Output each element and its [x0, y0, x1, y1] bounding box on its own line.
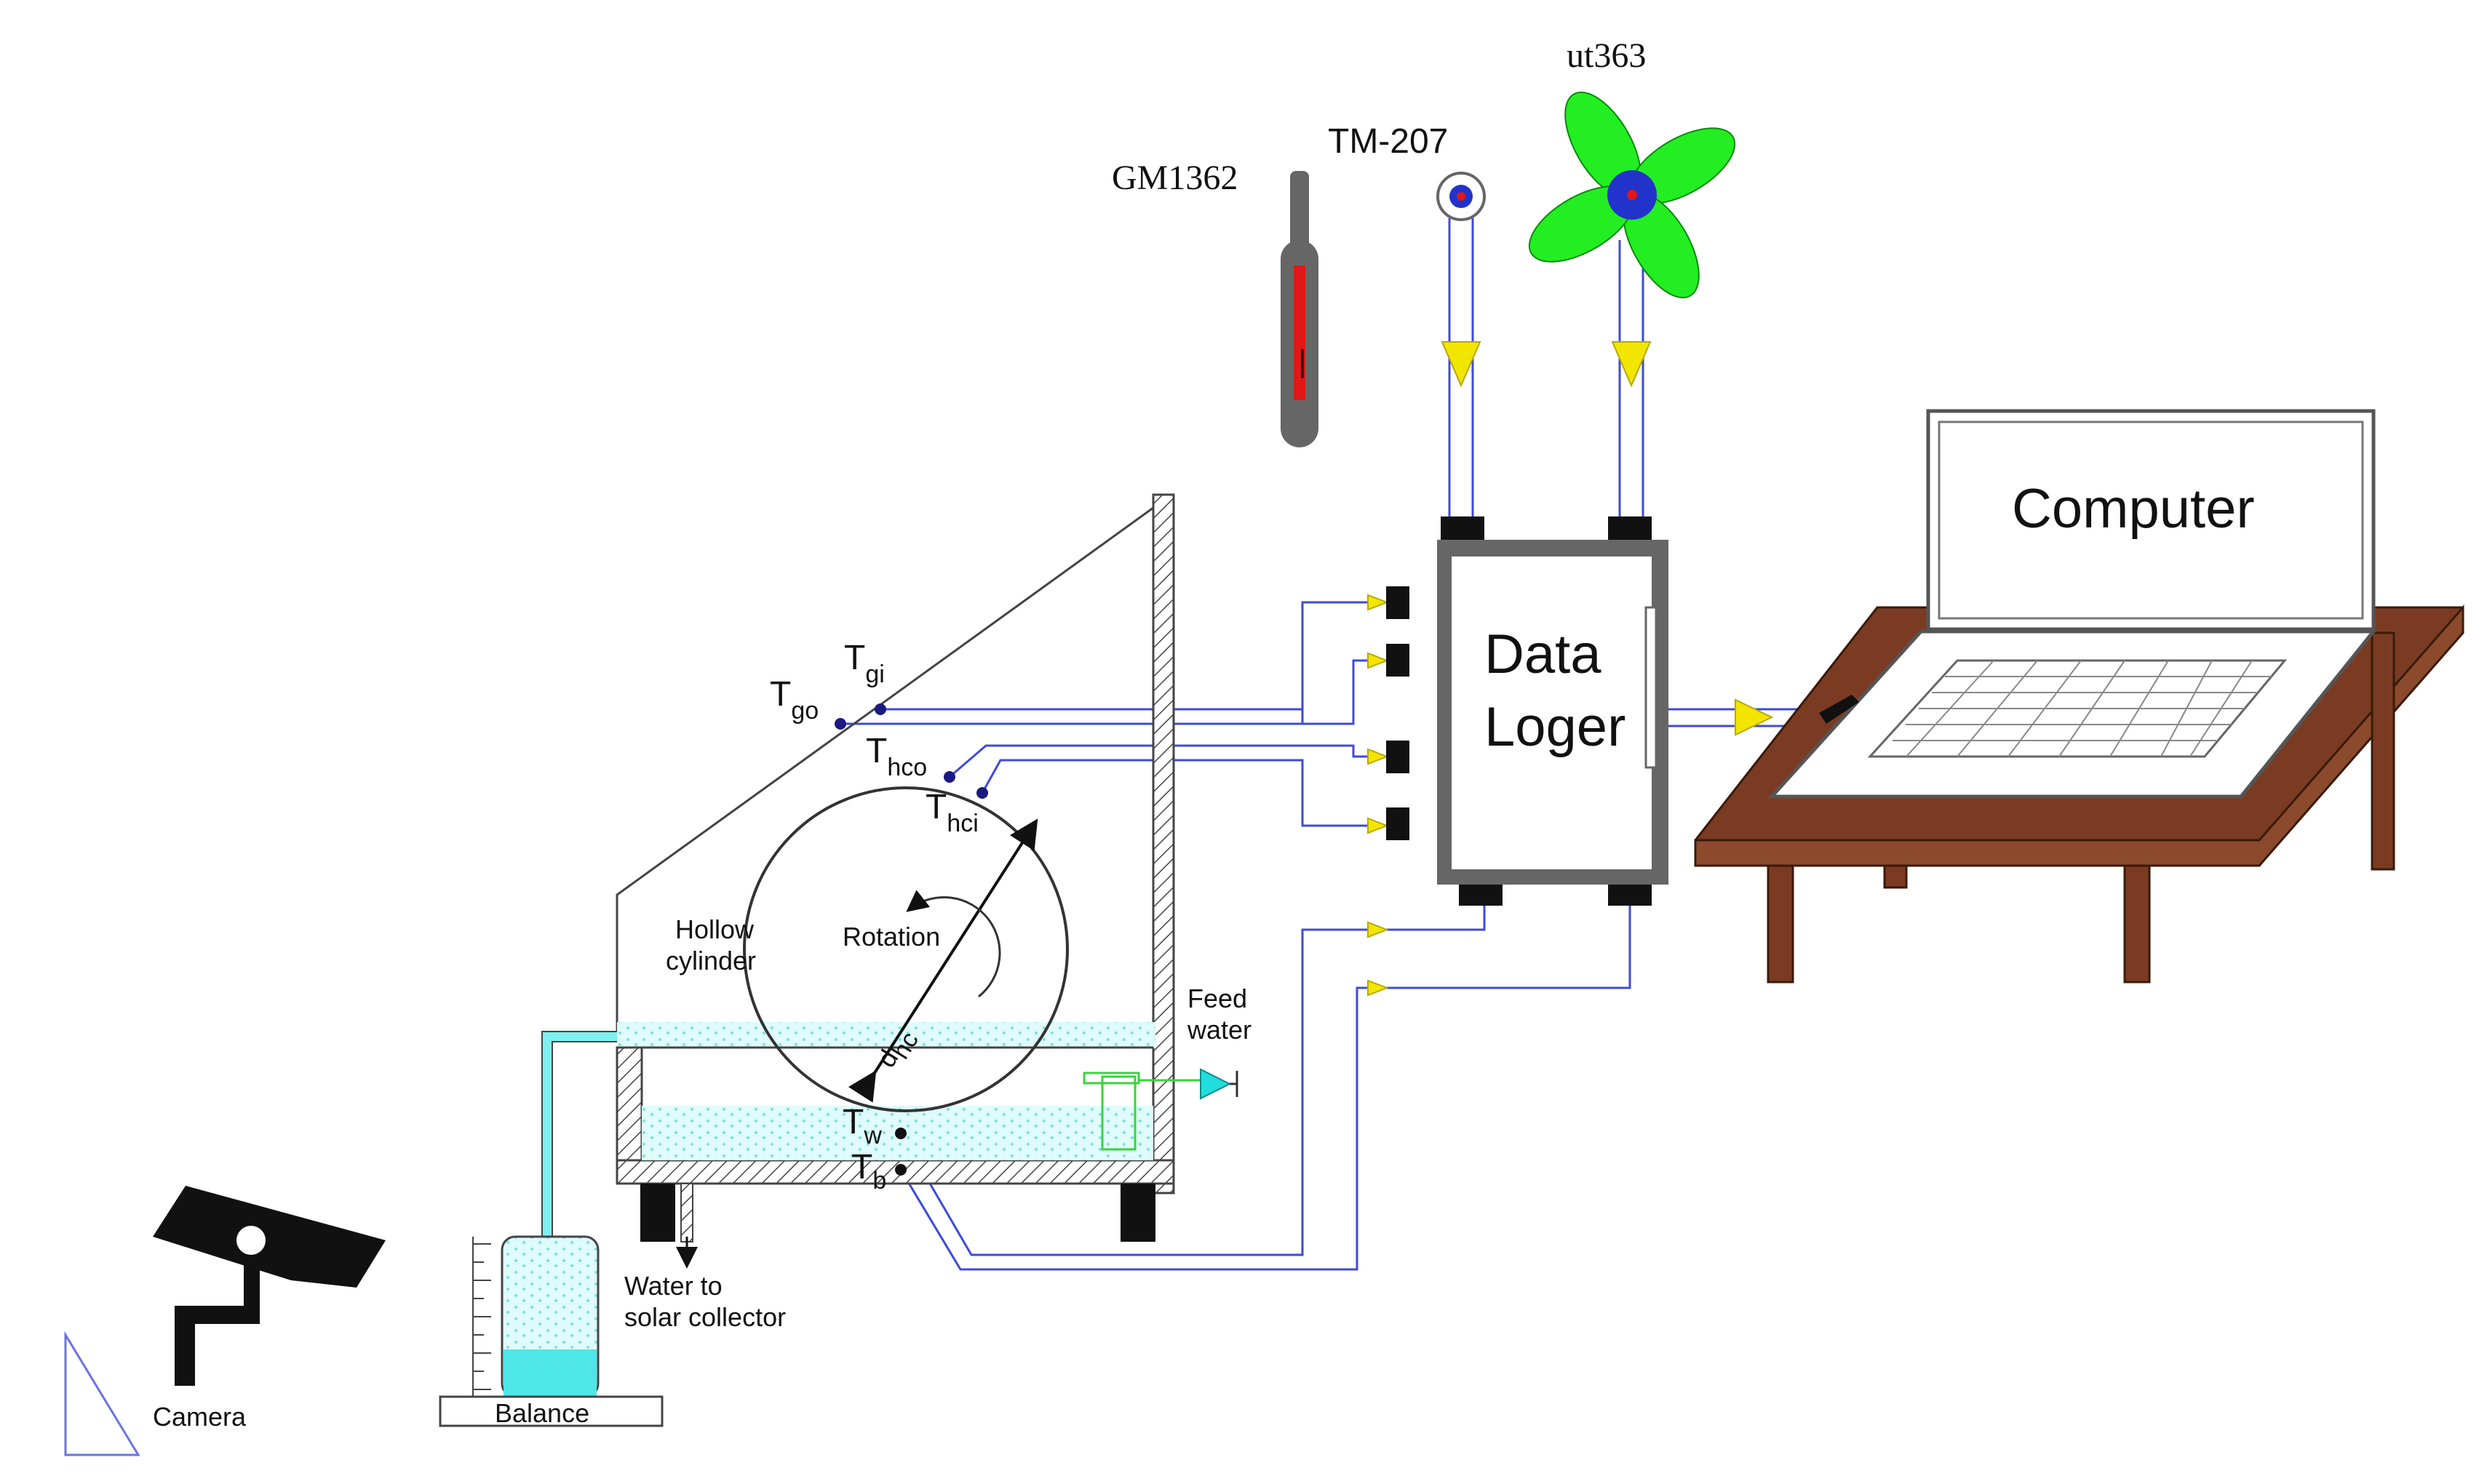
- ut363-arrow: [1611, 341, 1652, 388]
- sensor-label-tw: Tw: [843, 1103, 882, 1149]
- water-out-label-2: solar collector: [624, 1302, 786, 1332]
- sensor-point-tgi: [875, 703, 886, 715]
- hollow-cylinder: Rotation dhc: [743, 786, 1069, 1112]
- balance-label: Balance: [495, 1398, 589, 1428]
- data-logger: Data Loger: [1386, 516, 1668, 906]
- data-logger-label-2: Loger: [1484, 696, 1626, 758]
- tripod-icon: [64, 1331, 140, 1456]
- computer-station: Computer: [1694, 409, 2464, 984]
- hollow-cylinder-label-2: cylinder: [666, 946, 756, 976]
- sensor-point-tgo: [835, 718, 846, 730]
- tm207-sensor: TM-207: [1328, 122, 1486, 221]
- glass-cover: [616, 493, 1172, 1033]
- gm1362-label: GM1362: [1112, 159, 1238, 197]
- balance: Balance: [439, 1235, 664, 1428]
- overflow-pipe: [541, 1031, 617, 1240]
- sensor-point-tb: [895, 1164, 907, 1176]
- feed-water-label-2: water: [1187, 1015, 1252, 1045]
- basin-floor: [616, 1159, 1175, 1185]
- sensor-point-thci: [976, 787, 988, 799]
- sensor-point-thco: [944, 771, 955, 783]
- solar-still: [616, 493, 1175, 1269]
- sensor-label-tb: Tb: [851, 1148, 886, 1194]
- gm1362-thermometer: GM1362: [1112, 159, 1318, 447]
- component-labels: Hollow cylinder Water to solar collector: [624, 914, 786, 1332]
- feed-water-label-1: Feed: [1187, 984, 1247, 1013]
- back-wall: [1152, 493, 1175, 1194]
- ut363-label: ut363: [1567, 36, 1646, 75]
- tm207-arrow: [1441, 341, 1481, 388]
- laptop-screen: Computer: [1926, 409, 2376, 631]
- laptop-keyboard: [1767, 629, 2378, 799]
- camera: Camera: [64, 1186, 386, 1456]
- sensor-point-tw: [895, 1128, 907, 1139]
- sensor-label-tgi: Tgi: [844, 639, 885, 688]
- computer-label: Computer: [2012, 478, 2255, 540]
- sensor-label-tgo: Tgo: [770, 675, 819, 725]
- ut363-anemometer: ut363: [1528, 36, 1736, 299]
- feed-water-inlet: Feed water: [1083, 984, 1252, 1151]
- sensor-label-thci: Thci: [926, 788, 979, 837]
- sensor-label-thco: Thco: [866, 732, 927, 781]
- camera-label: Camera: [153, 1402, 247, 1432]
- temperature-sensors: Tgi Tgo Thco Thci Tw Tb: [770, 639, 988, 1194]
- data-logger-label-1: Data: [1484, 623, 1601, 685]
- wire-arrowheads: [1367, 341, 1774, 997]
- water-out-label-1: Water to: [624, 1271, 723, 1301]
- balance-base: [439, 1395, 664, 1427]
- tm207-label: TM-207: [1328, 122, 1448, 161]
- computer-arrow: [1735, 698, 1774, 736]
- hollow-cylinder-label-1: Hollow: [675, 914, 755, 944]
- rotation-label: Rotation: [843, 922, 940, 952]
